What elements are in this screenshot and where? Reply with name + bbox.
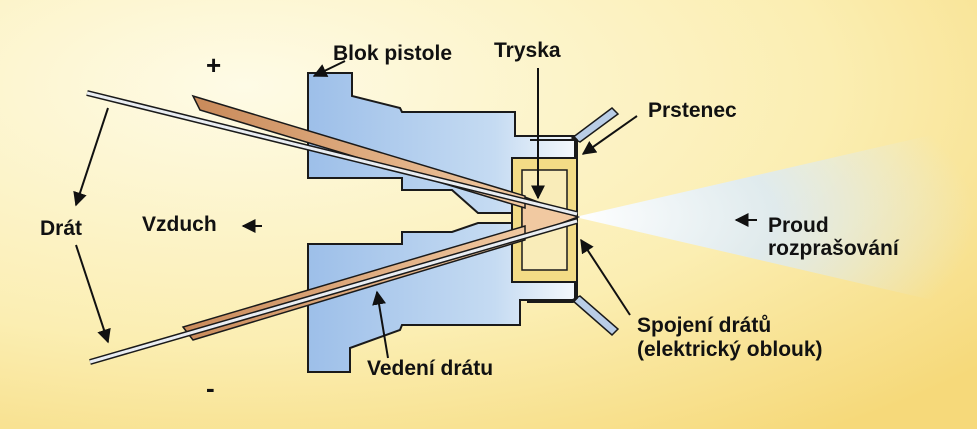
minus-sign: - [206,373,215,403]
arrow-icon [581,115,638,155]
label-wire-guide: Vedení drátu [367,357,494,380]
label-ring: Prstenec [648,99,737,122]
spray-stream [575,125,975,310]
label-spray-stream-line1: Proud [768,214,829,237]
label-nozzle: Tryska [494,39,561,62]
plus-sign: + [206,50,222,80]
arrow-icon [580,238,631,316]
gun-block-lower [307,222,576,373]
label-wire-junction-line2: (elektrický oblouk) [637,338,823,361]
label-wire-junction-line1: Spojení drátů [637,314,772,337]
label-wire: Drát [40,217,83,240]
arrow-icon [73,107,109,207]
label-air: Vzduch [142,213,217,236]
arrow-icon [75,244,111,344]
label-spray-stream-line2: rozprašování [768,237,899,260]
arrow-icon-group [73,60,757,359]
arrow-icon [372,290,389,359]
label-gun-block: Blok pistole [333,42,453,65]
arrow-icon [312,60,346,77]
